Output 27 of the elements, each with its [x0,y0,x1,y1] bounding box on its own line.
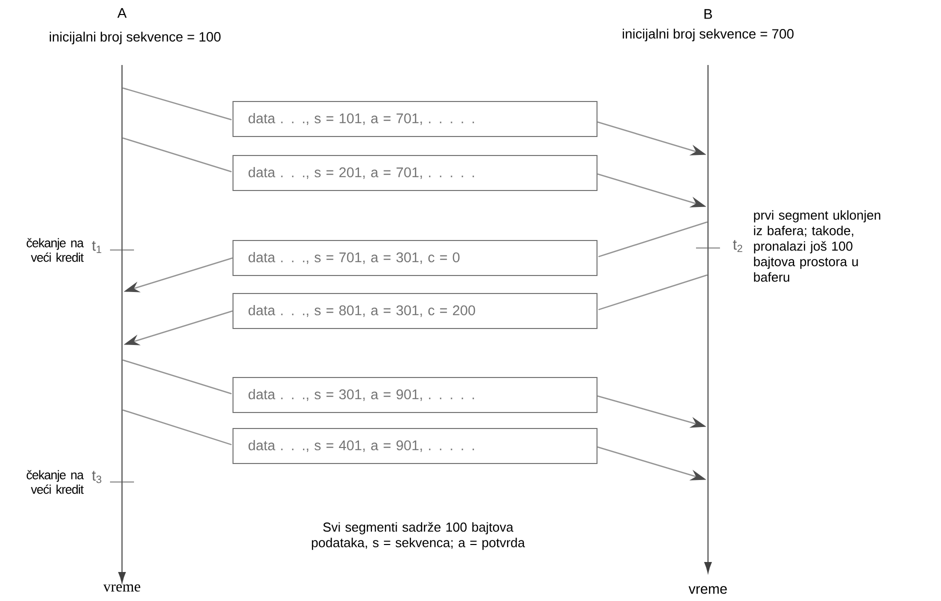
message-box: data . . ., s = 301, a = 901, . . . . . [232,377,598,413]
message-box: data . . ., s = 401, a = 901, . . . . . [232,428,598,464]
annotation: prvi segment uklonjen iz bafera; takode, pronalazi još 100 bajtova prostora u baferu [754,210,880,282]
message-box: data . . ., s = 701, a = 301, c = 0 [232,240,598,276]
message-box: data . . ., s = 201, a = 701, . . . . . [232,155,598,191]
lifeline-caption: inicijalni broj sekvence = 100 [50,32,221,44]
time-mark-label: t$_{2}$ [732,240,742,252]
lifeline-name: A [117,8,127,18]
time-label: vreme [688,586,727,594]
annotation: čekanje na veći kredit [26,238,84,262]
connector-line [598,221,708,258]
time-mark-label: t$_{1}$ [92,241,102,253]
timeline-arrow [118,64,126,583]
message-box: data . . ., s = 101, a = 701, . . . . . [232,101,598,137]
connector-line [598,274,708,310]
time-mark-label: t$_{3}$ [92,470,102,484]
lifeline-caption: inicijalni broj sekvence = 700 [622,28,794,42]
lifeline-name: B [704,9,712,19]
connector-line [122,137,232,172]
connector-line [122,409,232,446]
connector-line [122,359,232,394]
annotation: čekanje na veći kredit [26,470,84,494]
message-box: data . . ., s = 801, a = 301, c = 200 [232,293,598,329]
time-label: vreme [103,584,140,592]
timeline-arrow [704,64,712,573]
connector-line [122,87,232,120]
annotation: Svi segmenti sadrže 100 bajtova podataka, s = sekvenca; a = potvrda [312,522,525,550]
